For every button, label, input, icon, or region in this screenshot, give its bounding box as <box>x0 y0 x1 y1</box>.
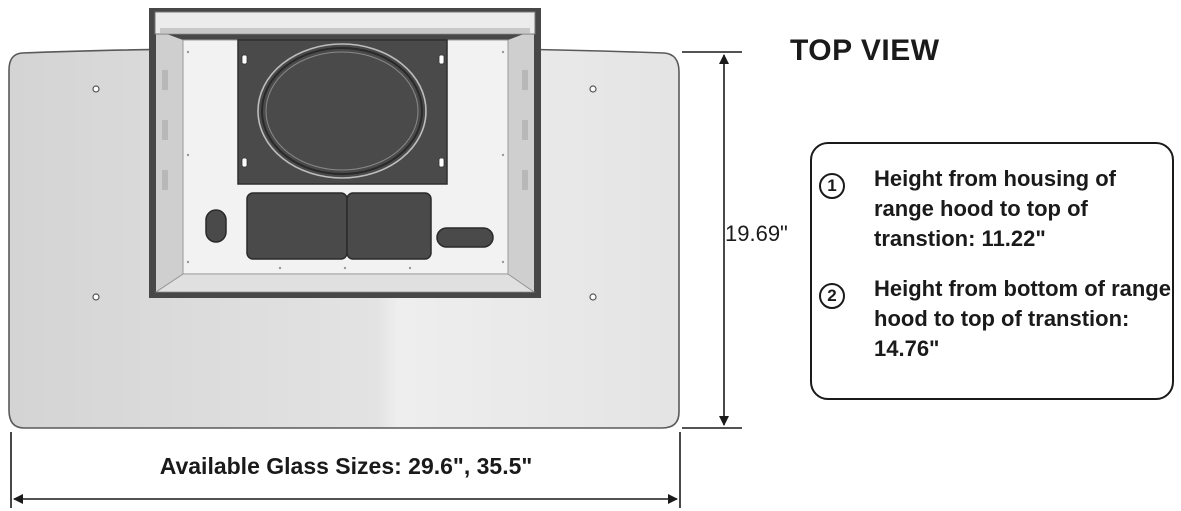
width-dimension-line <box>10 432 681 508</box>
grease-filters <box>246 192 432 260</box>
left-opening <box>205 209 227 243</box>
width-dimension-label: Available Glass Sizes: 29.6", 35.5" <box>159 453 533 479</box>
right-opening <box>436 227 494 248</box>
note-number-badge: 1 <box>819 173 845 199</box>
note-text: Height from housing of range hood to top… <box>874 166 1116 251</box>
height-dimension-label: 19.69" <box>725 221 788 246</box>
note-number-badge: 2 <box>819 283 845 309</box>
height-notes-box: 1 Height from housing of range hood to t… <box>810 142 1174 400</box>
height-dimension-line <box>682 51 742 429</box>
glass-mounting-holes <box>92 85 597 301</box>
view-title: TOP VIEW <box>790 34 940 67</box>
blower-cover-plate <box>237 39 448 185</box>
note-text: Height from bottom of range hood to top … <box>874 276 1171 361</box>
